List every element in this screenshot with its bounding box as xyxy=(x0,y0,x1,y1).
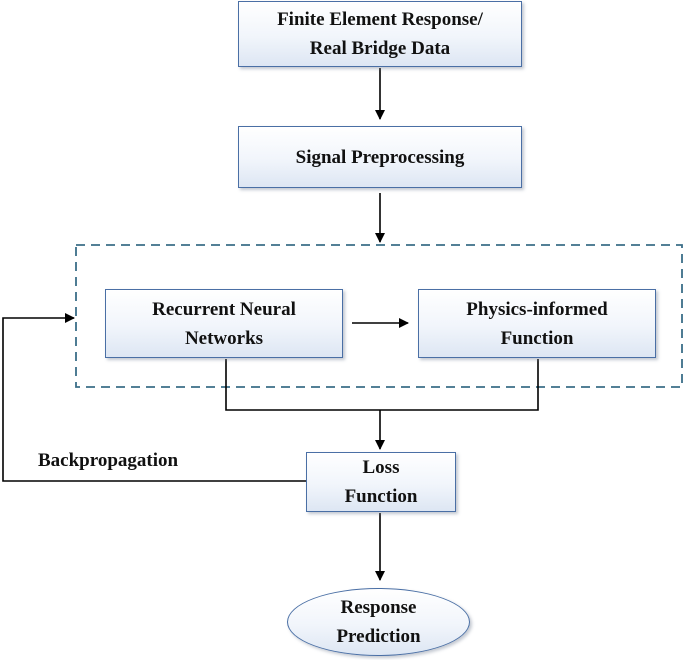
physics-informed-function-box: Physics-informed Function xyxy=(418,289,656,358)
signal-preprocessing-box: Signal Preprocessing xyxy=(238,126,522,188)
arrow-backpropagation xyxy=(2,313,306,482)
model-group-boundary xyxy=(75,244,683,388)
connector-outputs-merge xyxy=(225,359,539,411)
loss-function-box: Loss Function xyxy=(306,452,456,512)
response-prediction-ellipse: Response Prediction xyxy=(287,588,470,656)
recurrent-neural-networks-box: Recurrent Neural Networks xyxy=(105,289,343,358)
data-source-box: Finite Element Response/ Real Bridge Dat… xyxy=(238,1,522,67)
backpropagation-label: Backpropagation xyxy=(38,450,179,471)
